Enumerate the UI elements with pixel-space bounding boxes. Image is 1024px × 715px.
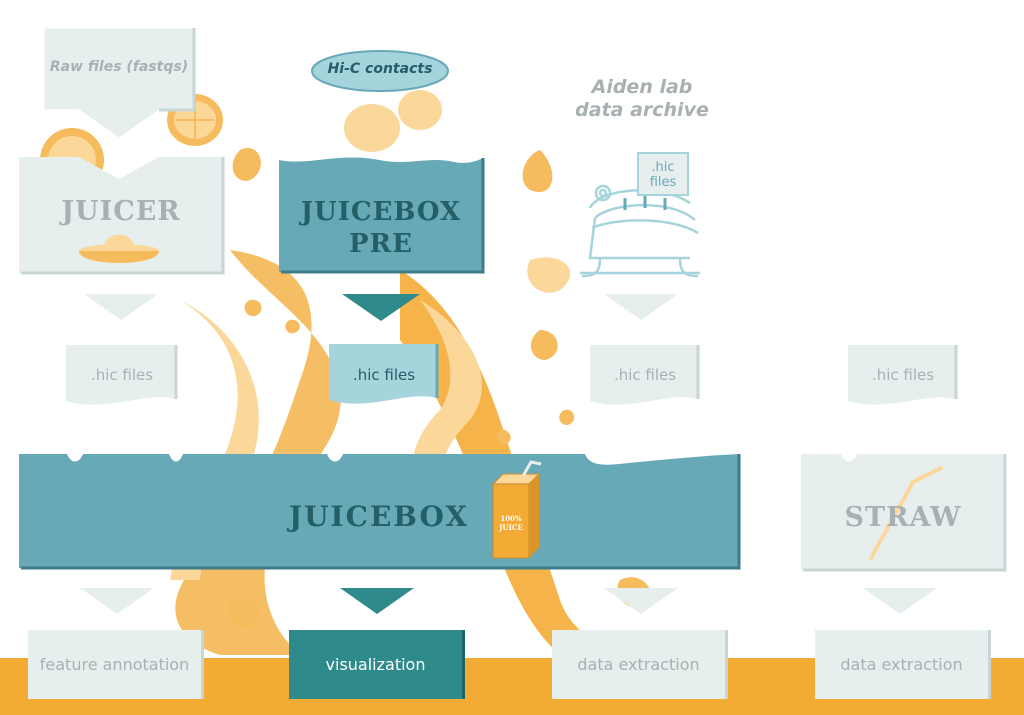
aiden-archive-line2: data archive xyxy=(575,99,709,121)
juice-carton-line1: 100% xyxy=(500,514,522,523)
juicebox-pre-box xyxy=(279,157,485,274)
straw-label: STRAW xyxy=(844,502,962,533)
raw-files-callout xyxy=(44,28,196,139)
hic-file-label-3: .hic files xyxy=(613,366,677,384)
rolodex-icon xyxy=(580,152,700,278)
straw-box xyxy=(801,454,1007,572)
raw-files-label: Raw files (fastqs) xyxy=(49,59,189,75)
output-data-extraction-1: data extraction xyxy=(552,630,728,699)
aiden-archive-title: Aiden lab data archive xyxy=(562,76,722,122)
aiden-archive-line1: Aiden lab xyxy=(591,76,693,98)
arrow-straw-down xyxy=(863,588,937,614)
arrow-pre-down xyxy=(342,294,420,321)
arrow-juicer-down xyxy=(84,294,158,320)
hic-file-doc-4: .hic files xyxy=(848,345,958,409)
hic-file-doc-1: .hic files xyxy=(66,345,178,409)
arrow-visualization-down xyxy=(340,588,414,614)
arrows-row-2 xyxy=(80,588,937,614)
juicebox-pre-label: JUICEBOX PRE xyxy=(279,196,483,260)
hic-file-label-2: .hic files xyxy=(352,366,416,384)
hic-file-doc-3: .hic files xyxy=(590,345,700,409)
juice-carton-icon xyxy=(491,460,542,559)
output-feature-annotation: feature annotation xyxy=(28,630,204,699)
archive-hic-files-label: .hic files xyxy=(649,160,677,190)
arrows-row-1 xyxy=(84,294,678,321)
output-visualization: visualization xyxy=(289,630,465,699)
output-data-extraction-2: data extraction xyxy=(815,630,991,699)
juice-carton-line2: JUICE xyxy=(499,523,523,532)
arrow-extraction-down xyxy=(604,588,678,614)
hic-file-label-4: .hic files xyxy=(871,366,935,384)
juicebox-pre-line2: PRE xyxy=(349,229,413,259)
juice-carton-text: 100% JUICE xyxy=(493,514,529,532)
straw-icon xyxy=(869,466,943,560)
juicer-box xyxy=(19,157,225,275)
hic-contacts-oval xyxy=(311,50,449,92)
hic-file-label-1: .hic files xyxy=(90,366,154,384)
hic-contacts-label: Hi-C contacts xyxy=(327,61,433,77)
juicebox-label: JUICEBOX xyxy=(288,500,470,533)
arrow-archive-down xyxy=(604,294,678,320)
arrow-feature-down xyxy=(80,588,154,614)
juicebox-pre-line1: JUICEBOX xyxy=(300,197,462,227)
hic-file-doc-2: .hic files xyxy=(329,344,439,408)
juicer-label: JUICER xyxy=(61,196,181,227)
juicebox-box xyxy=(19,454,741,570)
